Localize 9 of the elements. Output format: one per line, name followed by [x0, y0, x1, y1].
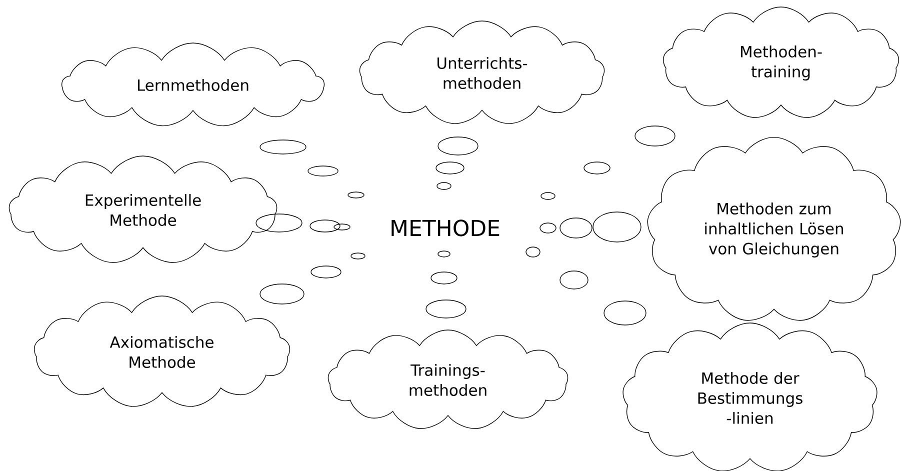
thought-cloud: Methoden- training [663, 6, 899, 118]
thought-cloud: Methode der Bestimmungs -linien [622, 322, 878, 471]
central-label: METHODE [392, 220, 500, 236]
thought-cloud: Lernmethoden [61, 42, 325, 126]
thought-cloud: Axiomatische Methode [34, 296, 290, 407]
thought-cloud: Unterrichts- methoden [359, 20, 605, 124]
thought-cloud: Experimentelle Methode [8, 156, 278, 263]
thought-cloud: Methoden zum inhaltlichen Lösen von Gleichungen [647, 136, 901, 321]
thought-cloud: Trainings- methoden [328, 330, 568, 429]
